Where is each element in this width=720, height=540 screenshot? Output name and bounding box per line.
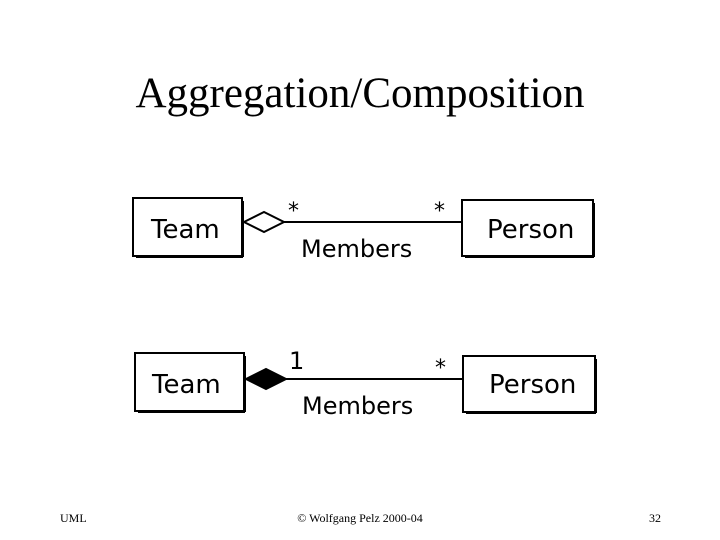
person-class-box: Person	[461, 199, 595, 258]
person-class-name: Person	[487, 215, 574, 245]
association-name: Members	[301, 235, 412, 263]
team-class-name: Team	[151, 370, 221, 400]
association-name: Members	[302, 392, 413, 420]
person-class-box: Person	[462, 355, 597, 414]
footer-copyright: © Wolfgang Pelz 2000-04	[297, 511, 423, 525]
slide-title: Aggregation/Composition	[135, 70, 585, 117]
part-multiplicity: *	[435, 356, 446, 381]
whole-multiplicity: 1	[289, 347, 304, 375]
filled-diamond-icon	[243, 367, 289, 391]
part-multiplicity: *	[434, 199, 445, 224]
whole-multiplicity: *	[288, 199, 299, 224]
team-class-box: Team	[134, 352, 246, 413]
composition-diagram: Team 1 * Members Person	[134, 347, 597, 420]
aggregation-diagram: Team * * Members Person	[132, 197, 595, 263]
team-class-name: Team	[150, 215, 220, 245]
slide-number: 32	[649, 511, 661, 525]
footer-left-label: UML	[60, 511, 87, 525]
team-class-box: Team	[132, 197, 244, 258]
person-class-name: Person	[489, 370, 576, 400]
hollow-diamond-icon	[241, 210, 287, 234]
